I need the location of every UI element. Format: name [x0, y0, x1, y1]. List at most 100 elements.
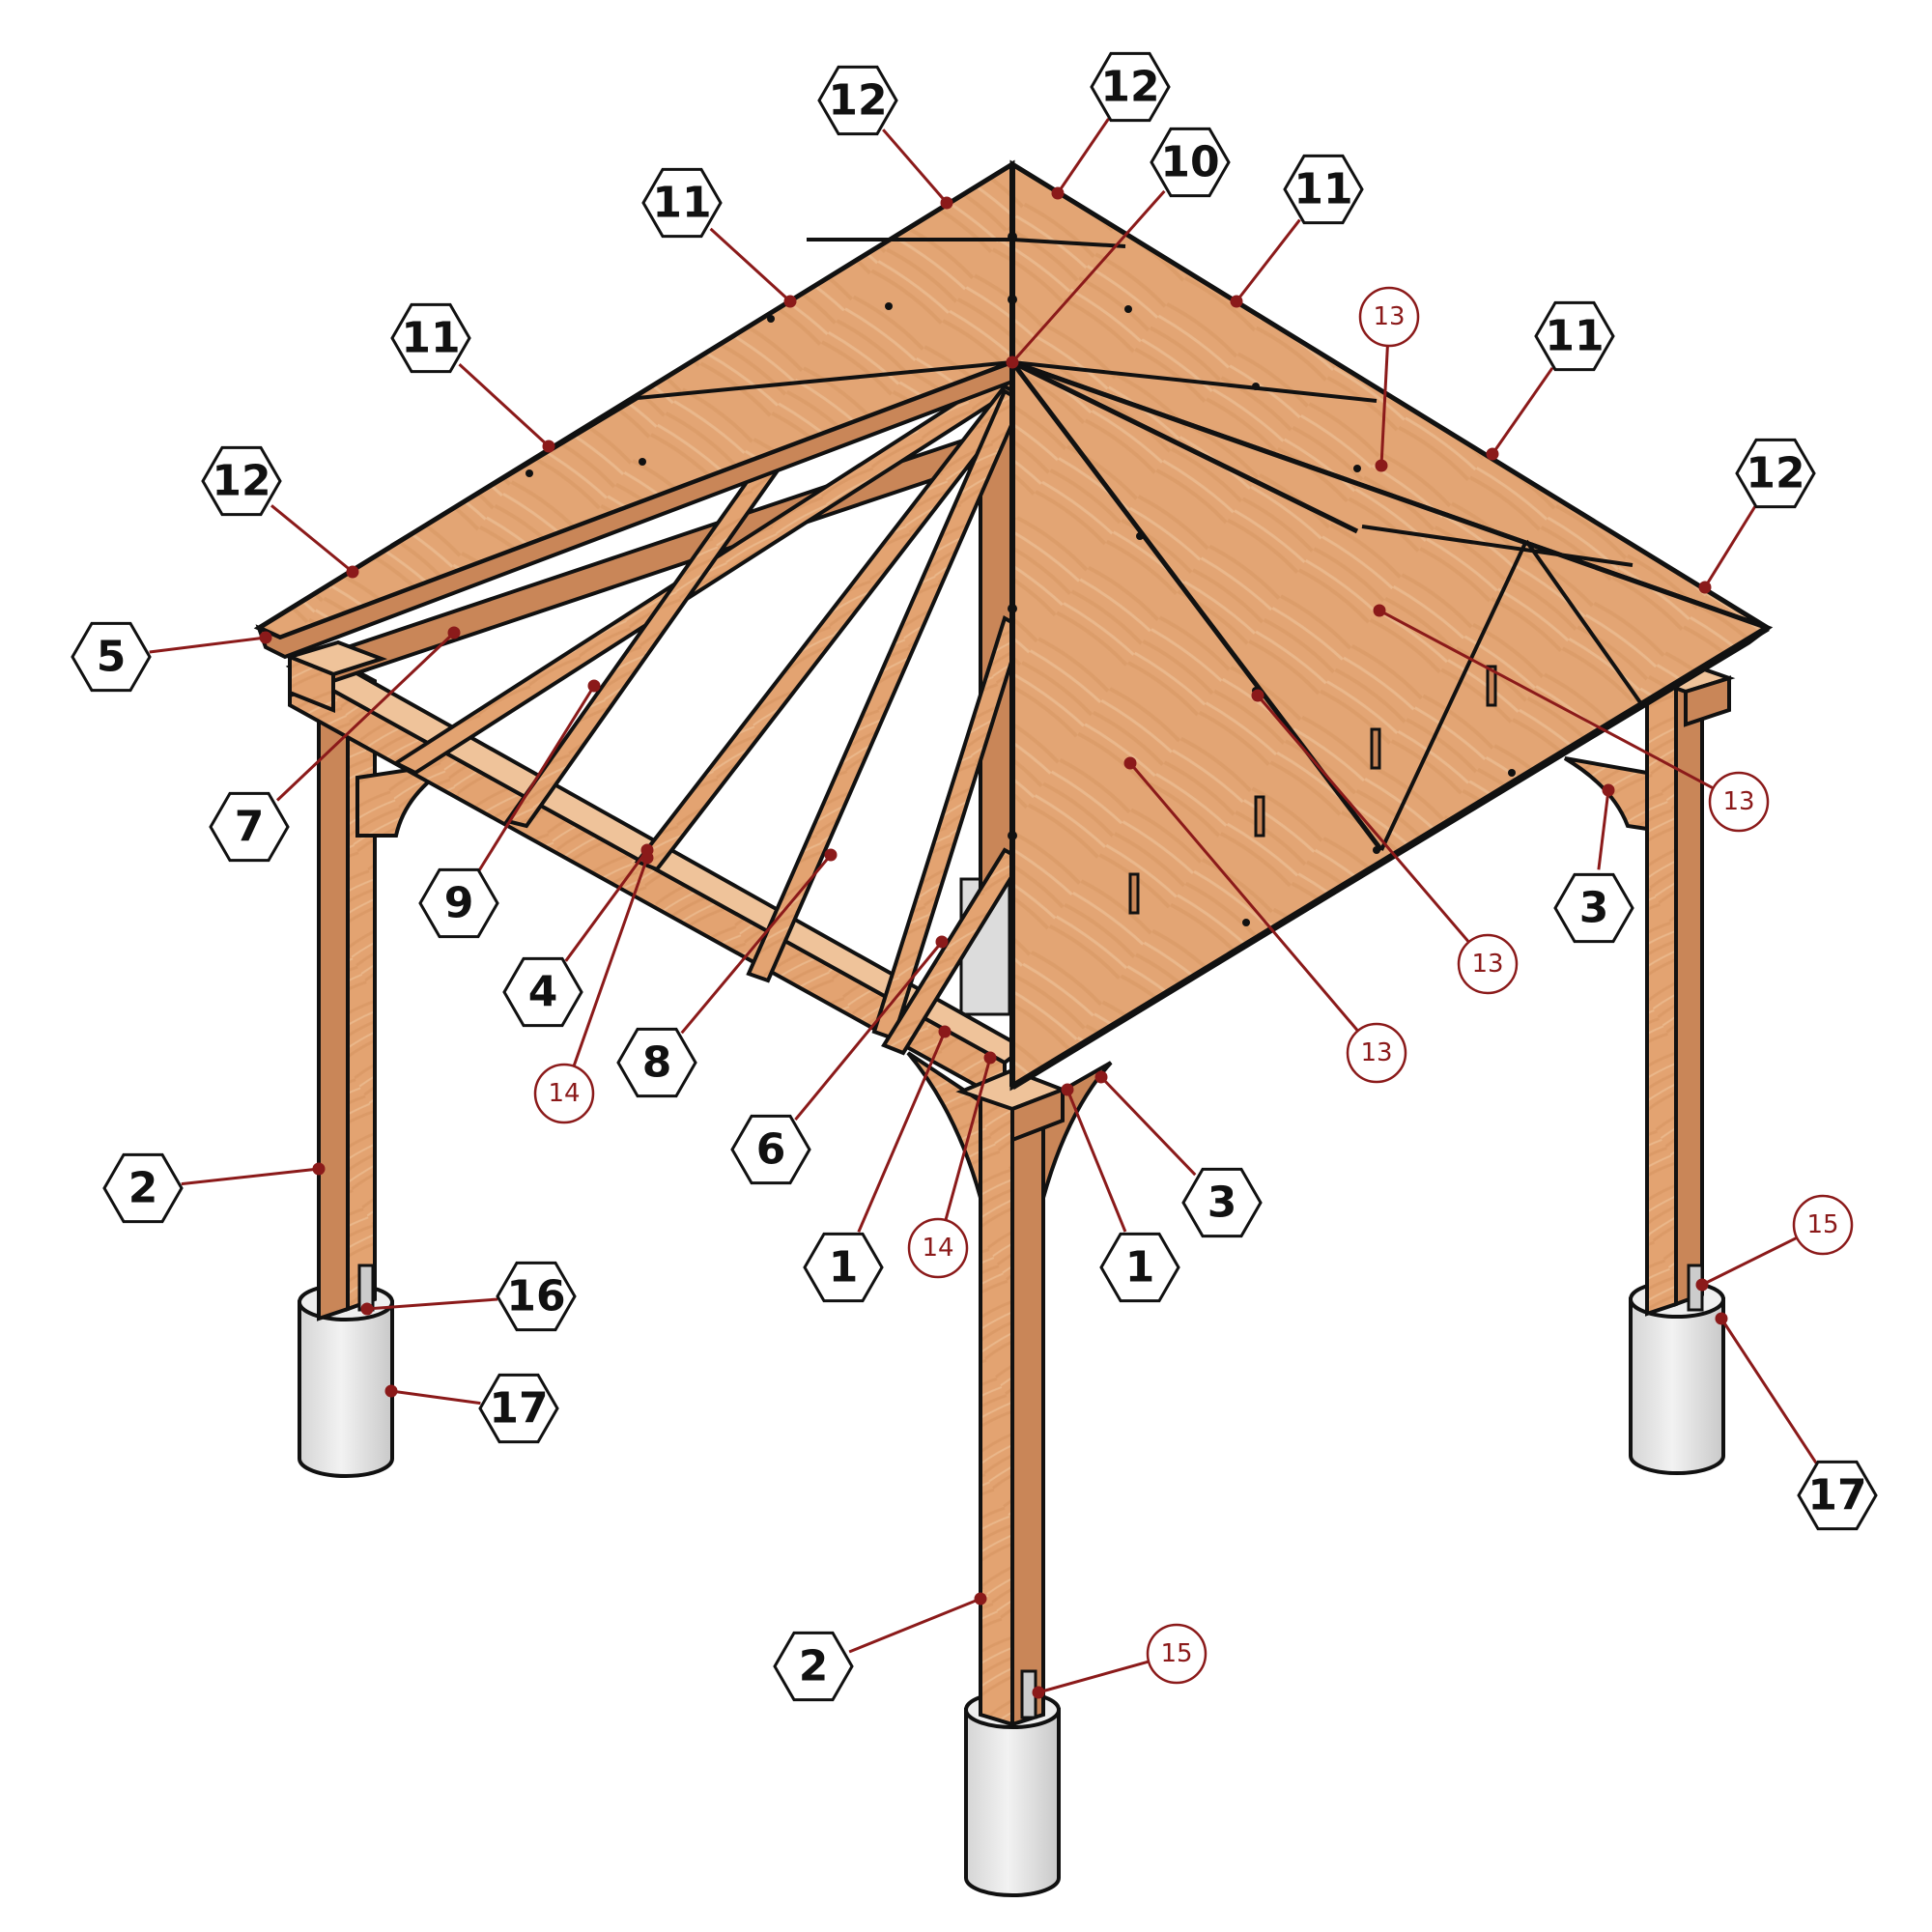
callout-hexagon: [817, 65, 898, 136]
callout-circle: [1346, 1022, 1407, 1084]
leader-line-11: [1491, 366, 1554, 455]
leader-dot-11: [1230, 295, 1243, 308]
callout-hexagon: [1099, 1232, 1180, 1303]
callout-hexagon: [1181, 1167, 1263, 1238]
callout-4: 4: [502, 956, 583, 1028]
callout-label: 4: [528, 968, 558, 1017]
callout-16: 16: [496, 1261, 577, 1332]
leader-line-3: [1597, 789, 1610, 870]
callout-label: 13: [1360, 1038, 1392, 1067]
leader-line-17: [390, 1389, 481, 1406]
leader-line-17: [1719, 1318, 1818, 1464]
callout-3: 3: [1553, 872, 1634, 944]
callout-label: 14: [548, 1079, 580, 1108]
callout-9: 9: [418, 867, 499, 939]
callout-13: 13: [1358, 286, 1420, 348]
leader-lines: [149, 118, 1818, 1699]
callout-6: 6: [730, 1114, 811, 1185]
leader-dot-14: [640, 851, 654, 865]
callout-12: 12: [1090, 51, 1171, 123]
callout-7: 7: [209, 791, 290, 863]
leader-line-13: [1378, 609, 1715, 790]
callout-label: 3: [1579, 884, 1609, 933]
leader-line-13: [1256, 695, 1470, 944]
leader-dot-8: [824, 848, 838, 862]
leader-dot-6: [935, 935, 949, 949]
leader-dot-12: [1698, 581, 1712, 594]
callout-hexagon: [496, 1261, 577, 1332]
callout-label: 15: [1806, 1210, 1838, 1239]
leader-line-12: [270, 504, 354, 574]
callout-label: 13: [1373, 302, 1405, 331]
roof: [253, 159, 1774, 1092]
callout-hexagon: [1090, 51, 1171, 123]
callout-hexagon: [803, 1232, 884, 1303]
leader-dot-1: [1061, 1083, 1074, 1096]
callout-11: 11: [1534, 300, 1615, 372]
leader-line-6: [794, 941, 944, 1122]
leader-dot-15: [1695, 1278, 1709, 1292]
leader-dot-14: [983, 1051, 997, 1065]
leader-line-14: [572, 857, 649, 1067]
callout-label: 11: [401, 314, 460, 363]
callout-hexagon: [102, 1152, 184, 1224]
callout-12: 12: [817, 65, 898, 136]
callout-circle: [1708, 771, 1770, 833]
footing-right: [1629, 1280, 1725, 1475]
callout-15: 15: [1146, 1623, 1208, 1685]
leader-line-3: [1099, 1075, 1197, 1177]
callout-label: 3: [1208, 1179, 1237, 1228]
callout-label: 17: [1807, 1471, 1866, 1520]
callout-1: 1: [803, 1232, 884, 1303]
leader-dot-13: [1373, 604, 1386, 617]
callout-label: 6: [756, 1125, 786, 1175]
callout-hexagon: [1553, 872, 1634, 944]
leader-dot-13: [1375, 459, 1388, 472]
leader-line-14: [944, 1057, 992, 1221]
post-left: [317, 663, 377, 1321]
leader-line-10: [1010, 189, 1166, 363]
callout-label: 12: [1100, 63, 1159, 112]
callout-label: 16: [506, 1272, 565, 1321]
leader-dot-12: [346, 565, 359, 579]
leader-dot-16: [360, 1302, 374, 1316]
callout-17: 17: [1797, 1460, 1878, 1531]
leader-dot-9: [587, 679, 601, 693]
callout-label: 11: [1293, 165, 1352, 214]
leader-line-15: [1037, 1660, 1150, 1694]
post-front: [979, 1079, 1045, 1727]
leader-dot-11: [542, 440, 555, 453]
callout-11: 11: [1283, 154, 1364, 225]
callout-8: 8: [616, 1027, 697, 1098]
leader-line-7: [275, 631, 456, 802]
callout-10: 10: [1150, 127, 1231, 198]
callout-hexagon: [71, 621, 152, 693]
callout-13: 13: [1708, 771, 1770, 833]
leader-line-8: [680, 854, 833, 1035]
leader-dot-3: [1094, 1070, 1108, 1084]
callout-circle: [533, 1063, 595, 1124]
callout-hexagon: [390, 302, 471, 374]
leader-line-13: [1128, 762, 1359, 1033]
leader-line-12: [882, 128, 949, 204]
leader-line-5: [149, 636, 267, 654]
callout-label: 10: [1160, 138, 1219, 187]
leader-line-2: [181, 1167, 320, 1186]
callout-label: 17: [489, 1384, 548, 1434]
leader-dot-11: [783, 295, 797, 308]
callout-label: 1: [829, 1243, 859, 1293]
callout-label: 11: [652, 179, 711, 228]
callout-label: 11: [1545, 312, 1604, 361]
callout-15: 15: [1792, 1194, 1854, 1256]
leader-dot-11: [1486, 447, 1499, 461]
callout-5: 5: [71, 621, 152, 693]
leader-line-12: [1056, 118, 1110, 194]
callout-label: 1: [1125, 1243, 1155, 1293]
callout-hexagon: [1735, 438, 1816, 509]
callout-label: 13: [1471, 950, 1503, 979]
callout-hexagon: [616, 1027, 697, 1098]
callout-hexagon: [502, 956, 583, 1028]
callout-label: 5: [97, 633, 127, 682]
